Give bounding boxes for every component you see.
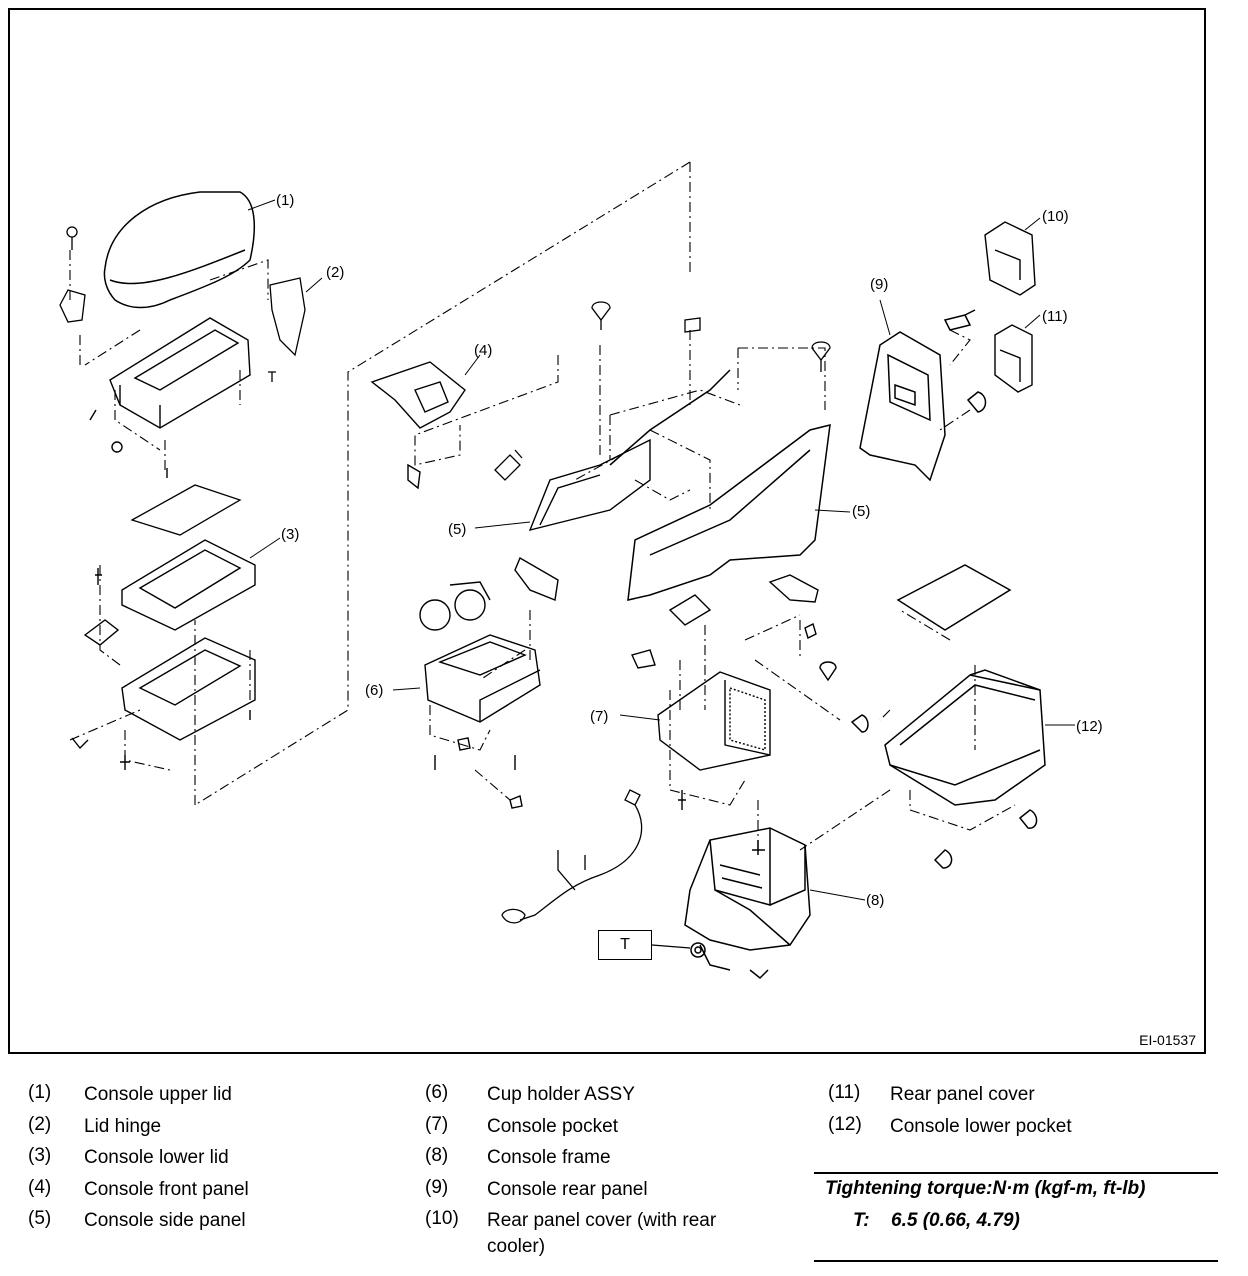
legend-name: Console frame bbox=[487, 1147, 611, 1169]
callout-5-left: (5) bbox=[448, 521, 467, 538]
lid-hinge-drawing bbox=[268, 277, 306, 382]
callout-8: (8) bbox=[866, 892, 885, 909]
legend-item: (8) Console frame bbox=[425, 1145, 805, 1177]
legend-number: (8) bbox=[425, 1145, 449, 1167]
torque-leader-line bbox=[651, 944, 691, 949]
legend-item: (4) Console front panel bbox=[28, 1177, 408, 1209]
legend-item: (10) Rear panel cover (with rear cooler) bbox=[425, 1208, 805, 1257]
assembly-guide-lines bbox=[69, 161, 1016, 851]
legend-item: (7) Console pocket bbox=[425, 1114, 805, 1146]
callout-1: (1) bbox=[276, 192, 295, 209]
cup-holder-assy-drawing bbox=[419, 556, 559, 809]
console-upper-lid-drawing bbox=[103, 191, 256, 309]
legend-name: Console upper lid bbox=[84, 1084, 232, 1105]
legend-number: (5) bbox=[28, 1208, 52, 1230]
legend-number: (1) bbox=[28, 1082, 52, 1103]
legend-item: (3) Console lower lid bbox=[28, 1145, 408, 1177]
callout-9: (9) bbox=[870, 276, 889, 293]
hinge-screw-drawing bbox=[59, 226, 86, 323]
console-lower-pocket-drawing bbox=[850, 564, 1046, 869]
legend-item: (9) Console rear panel bbox=[425, 1177, 805, 1209]
legend-item: (12) Console lower pocket bbox=[828, 1114, 1208, 1146]
legend-item: (5) Console side panel bbox=[28, 1208, 408, 1240]
legend-number: (4) bbox=[28, 1176, 52, 1198]
legend-number: (9) bbox=[425, 1176, 449, 1198]
exploded-diagram: (1) (2) (3) (4) (5) (5) (6) (7) (8) (9) … bbox=[8, 8, 1206, 1054]
torque-box: T bbox=[598, 930, 652, 960]
torque-label: T: bbox=[853, 1210, 870, 1231]
legend-number: (7) bbox=[425, 1113, 449, 1135]
figure-id: EI-01537 bbox=[1139, 1032, 1196, 1048]
console-frame-drawing bbox=[684, 827, 811, 980]
callout-5-right: (5) bbox=[852, 503, 871, 520]
callout-3: (3) bbox=[281, 526, 300, 543]
legend-column-3: (11) Rear panel cover (12) Console lower p… bbox=[828, 1082, 1208, 1145]
legend-number: (2) bbox=[28, 1113, 52, 1135]
console-side-panel-right-drawing bbox=[609, 369, 831, 601]
legend-name: Console pocket bbox=[487, 1115, 618, 1137]
legend-name: Console lower pocket bbox=[890, 1115, 1072, 1137]
callout-2: (2) bbox=[326, 264, 345, 281]
legend-number: (6) bbox=[425, 1082, 449, 1103]
legend-column-2: (6) Cup holder ASSY (7) Console pocket (8)… bbox=[425, 1082, 805, 1257]
console-side-panel-left-drawing bbox=[528, 438, 651, 532]
torque-heading: Tightening torque:N·m (kgf-m, ft-lb) bbox=[825, 1178, 1146, 1199]
legend-name: Cup holder ASSY bbox=[487, 1084, 635, 1105]
legend-name: Console rear panel bbox=[487, 1178, 648, 1200]
torque-value-row: T: 6.5 (0.66, 4.79) bbox=[853, 1210, 1020, 1232]
legend-name: Console lower lid bbox=[84, 1147, 229, 1169]
legend-item: (1) Console upper lid bbox=[28, 1082, 408, 1114]
legend-number: (3) bbox=[28, 1145, 52, 1167]
legend-name: Console side panel bbox=[84, 1210, 246, 1232]
torque-rule-bottom bbox=[814, 1260, 1218, 1262]
pad-sheet-drawing bbox=[130, 484, 242, 536]
callout-7: (7) bbox=[590, 708, 609, 725]
legend-number: (12) bbox=[828, 1113, 862, 1135]
legend-item: (11) Rear panel cover bbox=[828, 1082, 1208, 1114]
legend-column-1: (1) Console upper lid (2) Lid hinge (3) Con… bbox=[28, 1082, 408, 1240]
upper-lid-frame-drawing bbox=[89, 317, 251, 478]
torque-value: 6.5 (0.66, 4.79) bbox=[891, 1210, 1020, 1231]
wire-harness-drawing bbox=[501, 789, 643, 924]
console-lower-lid-drawing bbox=[83, 539, 256, 646]
legend-number: (11) bbox=[828, 1082, 861, 1103]
console-pocket-drawing bbox=[631, 574, 837, 810]
legend-name: Rear panel cover (with rear cooler) bbox=[487, 1210, 717, 1258]
callout-4: (4) bbox=[474, 342, 493, 359]
side-panel-screws-drawing bbox=[494, 301, 831, 481]
console-front-panel-drawing bbox=[370, 361, 466, 490]
console-rear-panel-drawing bbox=[859, 309, 987, 482]
callout-6: (6) bbox=[365, 682, 384, 699]
legend-number: (10) bbox=[425, 1208, 459, 1230]
callout-leader-lines bbox=[247, 199, 1075, 901]
legend-item: (2) Lid hinge bbox=[28, 1114, 408, 1146]
callout-11: (11) bbox=[1042, 308, 1068, 325]
legend-item: (6) Cup holder ASSY bbox=[425, 1082, 805, 1114]
torque-rule-top bbox=[814, 1172, 1218, 1174]
callout-12: (12) bbox=[1076, 718, 1103, 735]
rear-panel-cover-cooler-drawing bbox=[984, 221, 1036, 296]
legend-name: Console front panel bbox=[84, 1178, 249, 1200]
legend-name: Rear panel cover bbox=[890, 1084, 1035, 1105]
lower-lid-base-drawing bbox=[71, 637, 256, 770]
callout-10: (10) bbox=[1042, 208, 1069, 225]
legend-name: Lid hinge bbox=[84, 1115, 162, 1137]
rear-panel-cover-drawing bbox=[994, 324, 1033, 393]
diagram-drawing bbox=[59, 161, 1075, 980]
